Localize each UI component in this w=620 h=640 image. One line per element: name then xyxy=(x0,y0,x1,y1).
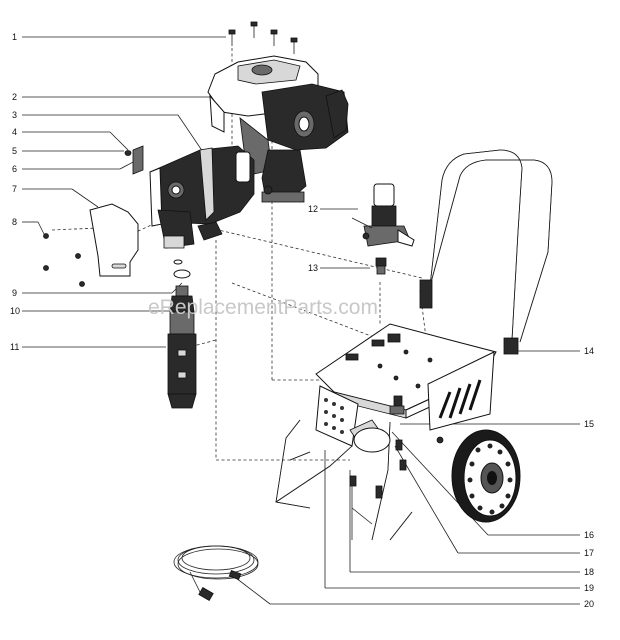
callout-19: 19 xyxy=(584,583,594,593)
pump-lower xyxy=(167,259,197,409)
callout-5: 5 xyxy=(12,146,17,156)
callout-9: 9 xyxy=(12,288,17,298)
front-cover xyxy=(89,203,139,277)
callout-7: 7 xyxy=(12,184,17,194)
callout-12: 12 xyxy=(308,204,318,214)
mounting-screws xyxy=(228,21,298,54)
callout-numbers-left: 1 2 3 4 5 6 7 8 9 10 11 xyxy=(10,32,20,352)
callout-8: 8 xyxy=(12,217,17,227)
callout-17: 17 xyxy=(584,548,594,558)
callout-10: 10 xyxy=(10,306,20,316)
callout-18: 18 xyxy=(584,567,594,577)
callout-3: 3 xyxy=(12,110,17,120)
callout-20: 20 xyxy=(584,599,594,609)
callout-6: 6 xyxy=(12,164,17,174)
callout-14: 14 xyxy=(584,346,594,356)
cover-screws xyxy=(43,233,85,287)
callout-15: 15 xyxy=(584,419,594,429)
watermark-text: eReplacementParts.com xyxy=(148,296,378,319)
callout-13: 13 xyxy=(308,263,318,273)
callout-16: 16 xyxy=(584,530,594,540)
wheel xyxy=(451,429,521,523)
pressure-control xyxy=(351,183,415,275)
left-leader-lines xyxy=(22,36,226,348)
cart-frame xyxy=(275,149,553,541)
hose-coil xyxy=(173,545,259,602)
callout-1: 1 xyxy=(12,32,17,42)
callout-2: 2 xyxy=(12,92,17,102)
callout-4: 4 xyxy=(12,127,17,137)
engine xyxy=(207,55,349,203)
callout-11: 11 xyxy=(10,342,19,352)
small-hardware xyxy=(124,145,144,175)
pump-housing xyxy=(149,145,255,249)
callout-numbers-right: 12 13 14 15 16 17 18 19 20 xyxy=(308,204,594,609)
